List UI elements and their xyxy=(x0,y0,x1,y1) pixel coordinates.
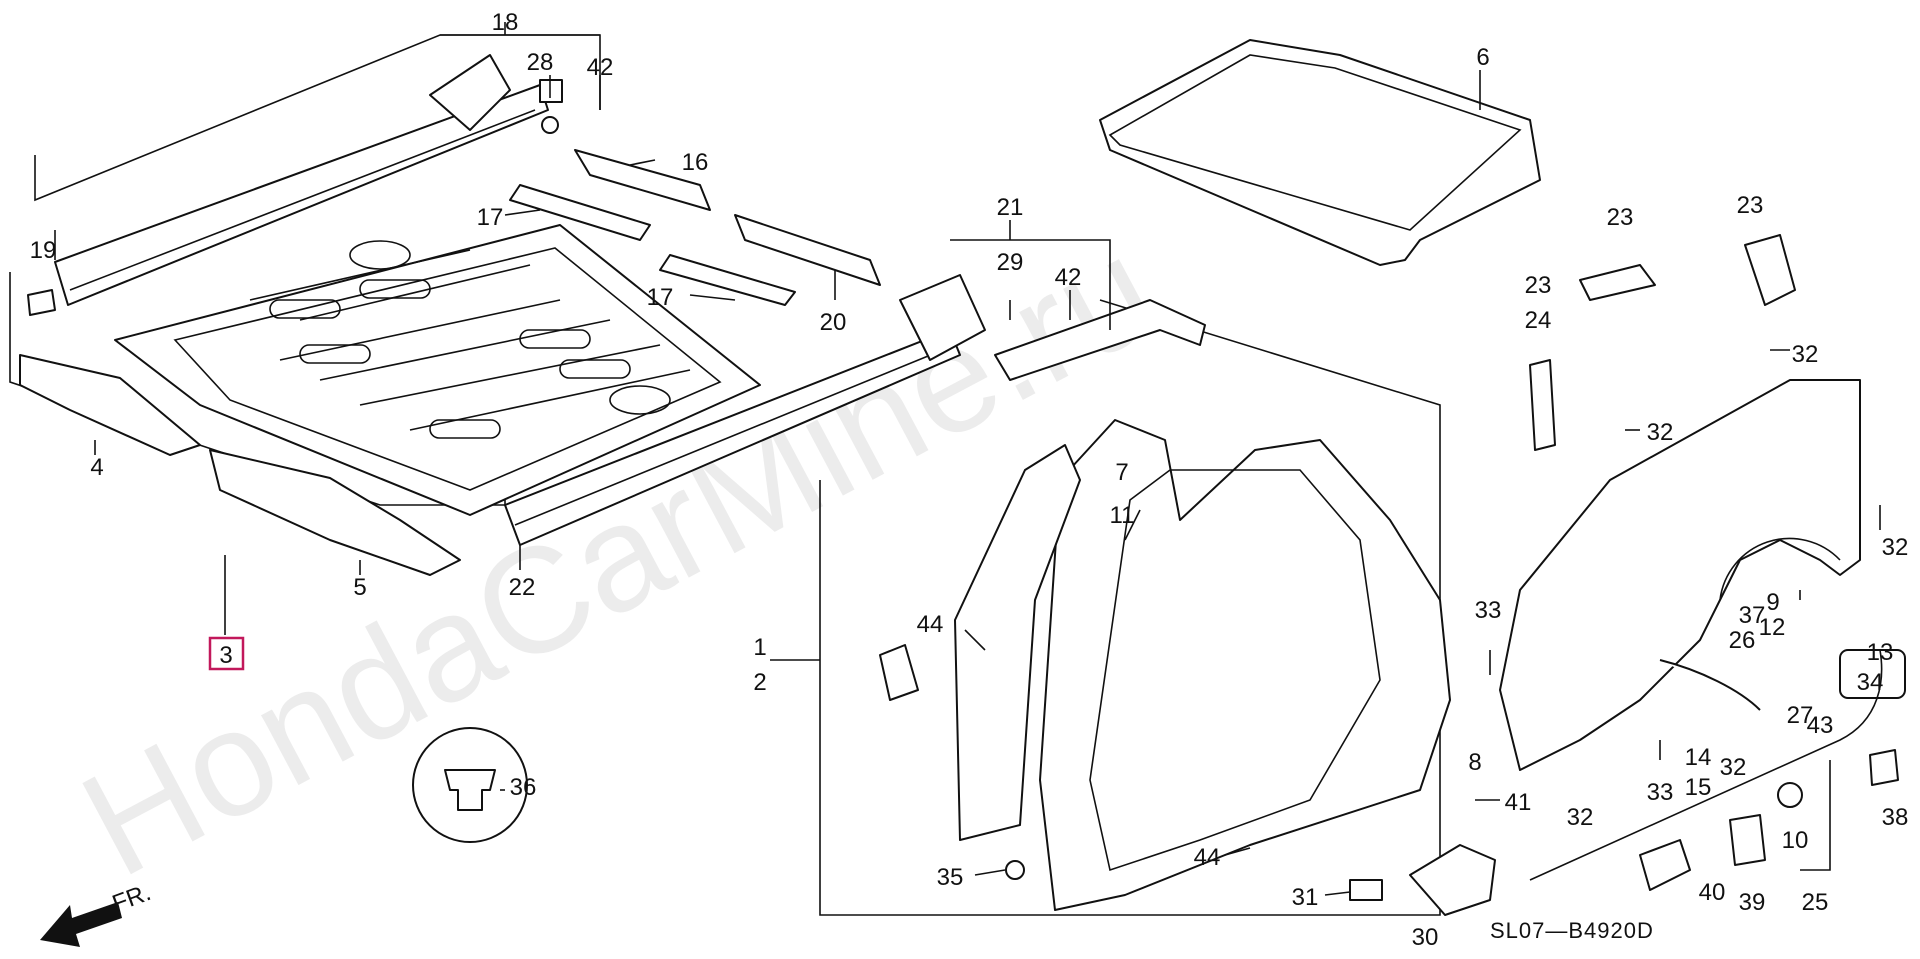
callout-44[interactable]: 44 xyxy=(917,611,944,638)
garnish-24[interactable] xyxy=(1529,359,1556,451)
callout-28[interactable]: 28 xyxy=(527,49,554,76)
outer-panel-7[interactable] xyxy=(1039,419,1451,911)
callout-36[interactable]: 36 xyxy=(510,774,537,801)
callout-6[interactable]: 6 xyxy=(1476,44,1489,71)
pad-31[interactable] xyxy=(1349,879,1383,901)
callout-23[interactable]: 23 xyxy=(1607,204,1634,231)
callout-32[interactable]: 32 xyxy=(1647,419,1674,446)
bolt-42[interactable] xyxy=(541,116,559,134)
callout-16[interactable]: 16 xyxy=(682,149,709,176)
clip-19[interactable] xyxy=(27,289,56,316)
side-sill[interactable] xyxy=(504,329,961,546)
callout-32[interactable]: 32 xyxy=(1882,534,1909,561)
callout-31[interactable]: 31 xyxy=(1292,884,1319,911)
callout-9[interactable]: 9 xyxy=(1766,589,1779,616)
callout-32[interactable]: 32 xyxy=(1792,341,1819,368)
bracket-20[interactable] xyxy=(734,214,881,286)
front-crossmember-4[interactable] xyxy=(19,354,201,456)
callout-19[interactable]: 19 xyxy=(30,237,57,264)
callout-3[interactable]: 3 xyxy=(219,642,232,669)
callout-20[interactable]: 20 xyxy=(820,309,847,336)
quarter-panel-9[interactable] xyxy=(1499,379,1861,771)
callout-42[interactable]: 42 xyxy=(1055,264,1082,291)
clip-28[interactable] xyxy=(539,79,563,103)
callout-41[interactable]: 41 xyxy=(1505,789,1532,816)
front-crossmember-5[interactable] xyxy=(209,449,461,576)
callout-18[interactable]: 18 xyxy=(492,9,519,36)
clip-38[interactable] xyxy=(1869,749,1899,786)
callout-21[interactable]: 21 xyxy=(997,194,1024,221)
bolt-35[interactable] xyxy=(1005,860,1025,880)
callout-27[interactable]: 27 xyxy=(1787,702,1814,729)
callout-39[interactable]: 39 xyxy=(1739,889,1766,916)
callout-2[interactable]: 2 xyxy=(753,669,766,696)
side-panel-group xyxy=(412,299,1451,916)
garnish-23-b[interactable] xyxy=(1744,234,1796,306)
callout-26[interactable]: 26 xyxy=(1729,627,1756,654)
callout-38[interactable]: 38 xyxy=(1882,804,1909,831)
callout-3-highlight[interactable] xyxy=(208,636,245,671)
upper-rail-21[interactable] xyxy=(994,299,1206,381)
callout-29[interactable]: 29 xyxy=(997,249,1024,276)
callout-12[interactable]: 12 xyxy=(1759,614,1786,641)
quarter-panel-group xyxy=(1349,234,1906,916)
rear-rail[interactable] xyxy=(54,84,549,306)
release-cable-25[interactable] xyxy=(1529,649,1883,881)
bracket-16[interactable] xyxy=(574,149,711,211)
garnish-23-a[interactable] xyxy=(1579,264,1656,301)
callout-5[interactable]: 5 xyxy=(353,574,366,601)
callout-13[interactable]: 13 xyxy=(1867,639,1894,666)
callout-14[interactable]: 14 xyxy=(1685,744,1712,771)
leader-lines xyxy=(54,22,1881,896)
inner-pillar[interactable] xyxy=(954,444,1081,841)
callout-43[interactable]: 43 xyxy=(1807,712,1834,739)
callout-22[interactable]: 22 xyxy=(509,574,536,601)
clip-39[interactable] xyxy=(1729,814,1766,866)
callout-1[interactable]: 1 xyxy=(753,634,766,661)
clip-40[interactable] xyxy=(1639,839,1691,891)
diagram-code: SL07—B4920D xyxy=(1490,918,1654,943)
callout-10[interactable]: 10 xyxy=(1782,827,1809,854)
fuel-door-13[interactable] xyxy=(1839,649,1906,699)
latch-30[interactable] xyxy=(1409,844,1496,916)
callout-42[interactable]: 42 xyxy=(587,54,614,81)
bracket-17-lower[interactable] xyxy=(659,254,796,306)
callout-17[interactable]: 17 xyxy=(477,204,504,231)
callout-labels: 18 28 42 19 16 17 17 20 21 29 42 4 5 22 … xyxy=(30,9,1909,951)
front-direction-marker: FR. xyxy=(40,879,154,947)
floor-group xyxy=(9,34,986,576)
arrow-left-icon xyxy=(40,902,122,947)
callout-17[interactable]: 17 xyxy=(647,284,674,311)
callout-33[interactable]: 33 xyxy=(1475,597,1502,624)
callout-8[interactable]: 8 xyxy=(1468,749,1481,776)
callout-30[interactable]: 30 xyxy=(1412,924,1439,951)
grommet-10[interactable] xyxy=(1777,782,1803,808)
callout-37[interactable]: 37 xyxy=(1739,602,1766,629)
callout-24[interactable]: 24 xyxy=(1525,307,1552,334)
callout-35[interactable]: 35 xyxy=(937,864,964,891)
callout-44[interactable]: 44 xyxy=(1194,844,1221,871)
roof-panel-6[interactable] xyxy=(1099,39,1541,266)
callout-33[interactable]: 33 xyxy=(1647,779,1674,806)
callout-4[interactable]: 4 xyxy=(90,454,103,481)
callout-32[interactable]: 32 xyxy=(1567,804,1594,831)
callout-40[interactable]: 40 xyxy=(1699,879,1726,906)
callout-23[interactable]: 23 xyxy=(1737,192,1764,219)
callout-25[interactable]: 25 xyxy=(1802,889,1829,916)
callout-11[interactable]: 11 xyxy=(1110,502,1135,529)
callout-7[interactable]: 7 xyxy=(1115,459,1128,486)
callout-34[interactable]: 34 xyxy=(1857,669,1884,696)
floor-pan[interactable] xyxy=(114,224,761,516)
callout-23[interactable]: 23 xyxy=(1525,272,1552,299)
bracket-17-upper[interactable] xyxy=(509,184,651,241)
callout-15[interactable]: 15 xyxy=(1685,774,1712,801)
callout-32[interactable]: 32 xyxy=(1720,754,1747,781)
stay-14[interactable] xyxy=(1659,659,1761,711)
bracket-44[interactable] xyxy=(879,644,919,701)
